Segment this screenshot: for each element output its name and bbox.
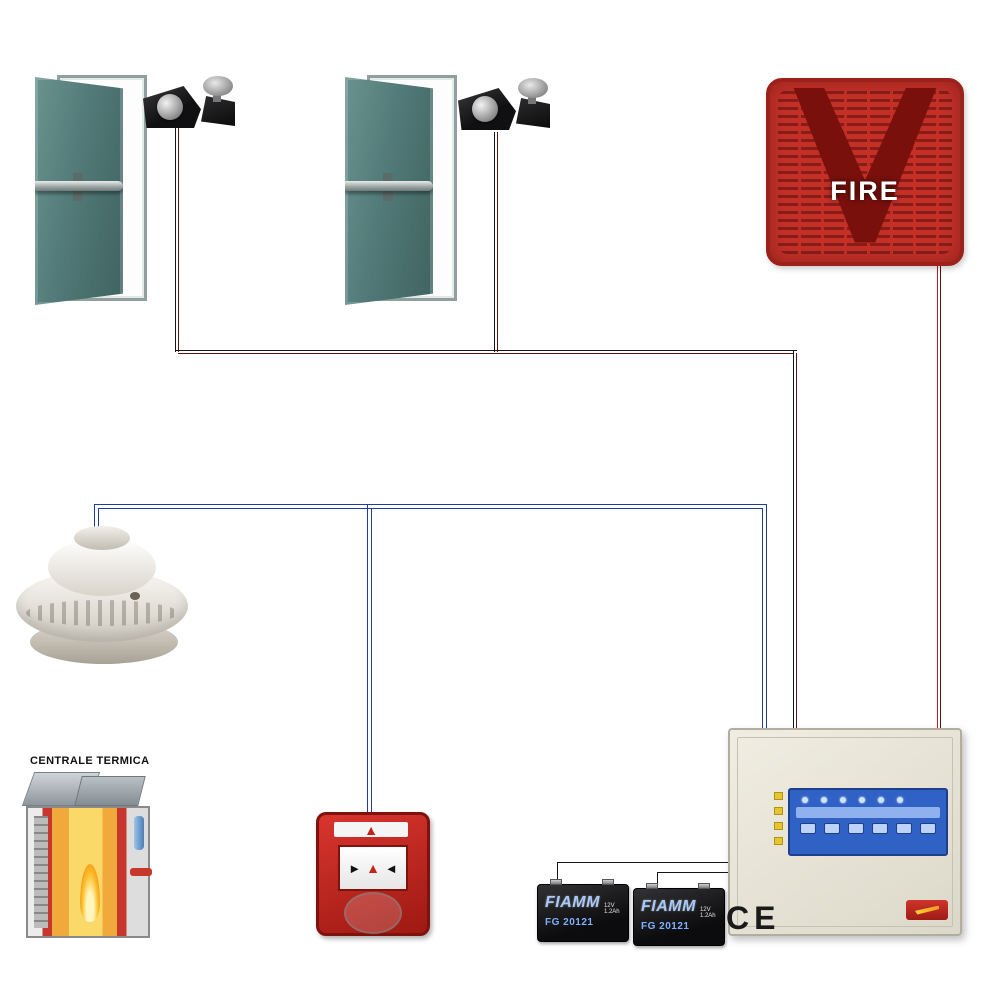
boiler-illustration bbox=[21, 772, 156, 942]
battery-terminal bbox=[550, 879, 562, 885]
display-button-row bbox=[796, 823, 940, 834]
fire-door-1 bbox=[35, 75, 147, 307]
smoke-detector bbox=[12, 526, 192, 668]
display-led bbox=[897, 797, 903, 803]
boiler-pipe-blue bbox=[134, 816, 144, 850]
display-button bbox=[896, 823, 912, 834]
door-leaf bbox=[345, 77, 433, 305]
battery-terminal bbox=[698, 883, 710, 889]
detector-cap bbox=[74, 526, 130, 550]
panel-display bbox=[788, 788, 948, 856]
manual-call-point: ▲ ► ▲ ◄ bbox=[316, 812, 430, 936]
call-point-clear-cover bbox=[344, 892, 402, 934]
detector-led bbox=[130, 592, 140, 600]
flame-icon: ▲ bbox=[366, 860, 380, 876]
wire-segment bbox=[762, 508, 763, 728]
display-button bbox=[824, 823, 840, 834]
detector-vents bbox=[26, 600, 178, 626]
ce-mark: CE bbox=[726, 900, 781, 936]
wire-segment bbox=[98, 508, 99, 534]
wire-segment bbox=[940, 264, 941, 728]
logo-mark bbox=[915, 905, 939, 915]
status-led bbox=[774, 822, 783, 830]
magnet-face bbox=[157, 94, 183, 120]
display-led bbox=[840, 797, 846, 803]
call-point-label-strip: ▲ bbox=[334, 822, 408, 837]
wire-segment bbox=[98, 508, 762, 509]
wire-segment bbox=[937, 264, 938, 728]
battery-2: FIAMM 12V 1.2Ah FG 20121 bbox=[633, 883, 725, 946]
panel-door-seam bbox=[737, 737, 953, 927]
display-led bbox=[802, 797, 808, 803]
display-button bbox=[872, 823, 888, 834]
status-led bbox=[774, 807, 783, 815]
status-led bbox=[774, 837, 783, 845]
wire-segment bbox=[494, 132, 495, 352]
display-button bbox=[800, 823, 816, 834]
battery-spec: 12V 1.2Ah bbox=[603, 903, 620, 915]
call-point-glass-window: ► ▲ ◄ bbox=[338, 845, 408, 891]
wire-segment bbox=[175, 350, 797, 351]
panic-bar bbox=[35, 181, 123, 191]
display-button bbox=[920, 823, 936, 834]
wire-segment bbox=[557, 862, 558, 880]
magnet-face bbox=[472, 96, 498, 122]
wire-segment bbox=[497, 132, 498, 352]
flame-icon: ▲ bbox=[364, 821, 378, 838]
electromagnetic-door-holder-2 bbox=[458, 78, 554, 132]
arrow-left-icon: ◄ bbox=[384, 860, 398, 876]
armature-disc bbox=[518, 78, 548, 98]
armature-disc bbox=[203, 76, 233, 96]
boiler-label: CENTRALE TERMICA bbox=[30, 755, 150, 767]
fire-siren: FIRE bbox=[766, 78, 964, 266]
siren-fire-label: FIRE bbox=[830, 176, 900, 206]
battery-terminal bbox=[646, 883, 658, 889]
battery-terminal bbox=[602, 879, 614, 885]
panel-brand-logo bbox=[906, 900, 948, 920]
display-band bbox=[796, 807, 940, 818]
door-leaf bbox=[35, 77, 123, 305]
display-led bbox=[821, 797, 827, 803]
status-led bbox=[774, 792, 783, 800]
boiler-grate bbox=[34, 816, 48, 928]
wire-segment bbox=[367, 504, 368, 814]
wire-segment bbox=[178, 353, 794, 354]
battery-spec: 12V 1.2Ah bbox=[699, 907, 716, 919]
armature-stem bbox=[528, 92, 536, 104]
display-led bbox=[878, 797, 884, 803]
wire-segment bbox=[175, 126, 176, 352]
display-button bbox=[848, 823, 864, 834]
boiler-cap bbox=[74, 776, 146, 806]
armature-stem bbox=[213, 90, 221, 102]
wire-segment bbox=[371, 508, 372, 814]
battery-model: FG 20121 bbox=[545, 917, 594, 928]
wire-segment bbox=[557, 862, 728, 863]
display-led bbox=[859, 797, 865, 803]
boiler-flame bbox=[80, 864, 100, 922]
electromagnetic-door-holder-1 bbox=[143, 76, 239, 130]
wire-segment bbox=[796, 353, 797, 728]
panic-bar bbox=[345, 181, 433, 191]
panel-status-leds bbox=[774, 792, 783, 845]
wire-segment bbox=[766, 504, 767, 728]
battery-1: FIAMM 12V 1.2Ah FG 20121 bbox=[537, 879, 629, 942]
battery-brand: FIAMM bbox=[545, 894, 600, 911]
boiler-pipe-red bbox=[130, 868, 152, 876]
wire-segment bbox=[793, 350, 794, 728]
wire-segment bbox=[657, 872, 728, 873]
wire-segment bbox=[94, 504, 95, 534]
fire-door-2 bbox=[345, 75, 457, 307]
fire-alarm-control-panel bbox=[728, 728, 962, 936]
battery-brand: FIAMM bbox=[641, 898, 696, 915]
wire-segment bbox=[178, 126, 179, 352]
wire-segment bbox=[657, 872, 658, 886]
display-led-row bbox=[802, 797, 940, 803]
battery-model: FG 20121 bbox=[641, 921, 690, 932]
wire-segment bbox=[94, 504, 766, 505]
arrow-right-icon: ► bbox=[348, 860, 362, 876]
